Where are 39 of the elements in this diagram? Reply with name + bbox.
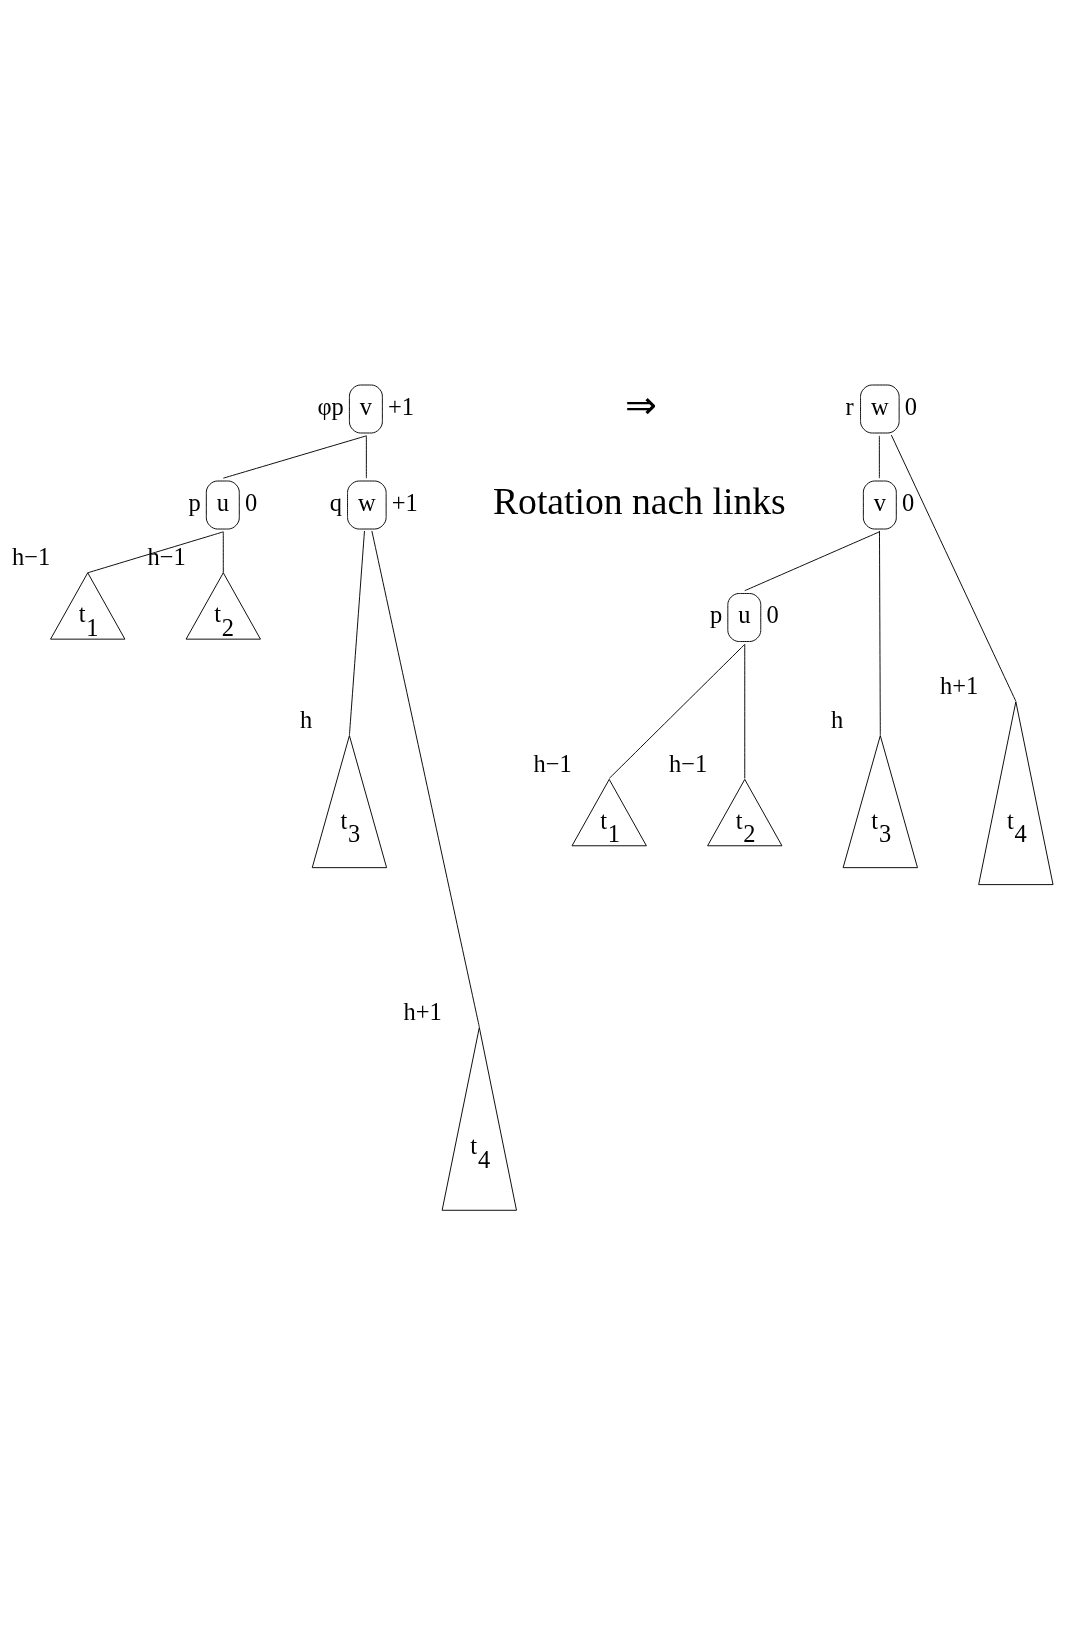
node-label: 0	[766, 600, 779, 628]
node-label: h−1	[668, 749, 708, 777]
node-label: h+1	[403, 997, 442, 1025]
node-box: v	[348, 384, 383, 433]
connector	[608, 643, 746, 779]
node-label: q	[329, 488, 342, 516]
connector	[371, 530, 480, 1027]
node-label: h	[300, 705, 313, 733]
connector	[87, 530, 224, 573]
node-label: φp	[317, 392, 344, 420]
node-box: w	[860, 384, 900, 433]
connector	[744, 530, 880, 591]
node-label: p	[188, 488, 201, 516]
label: ⇒	[625, 383, 658, 426]
connector	[222, 434, 367, 479]
node-label: h−1	[533, 749, 572, 777]
connector	[222, 530, 224, 573]
connector	[744, 643, 746, 779]
node-label: +1	[388, 392, 415, 420]
node-box: u	[205, 480, 240, 529]
node-label: +1	[391, 488, 418, 516]
connector	[890, 434, 1017, 702]
node-label: h+1	[940, 671, 979, 699]
connector	[348, 529, 365, 736]
node-label: p	[709, 600, 723, 628]
node-label: h	[830, 705, 844, 733]
node-box: w	[347, 480, 387, 529]
node-label: 0	[901, 488, 915, 516]
connector	[879, 529, 881, 736]
label: Rotation nach links	[492, 479, 786, 522]
connector	[878, 434, 880, 479]
node-label: 0	[244, 488, 258, 516]
node-box: v	[862, 480, 897, 529]
node-label: h−1	[11, 542, 51, 570]
node-box: u	[727, 592, 762, 642]
node-label: r	[845, 392, 854, 420]
node-label: h−1	[147, 542, 186, 570]
connector	[365, 434, 367, 479]
node-label: 0	[904, 392, 918, 420]
